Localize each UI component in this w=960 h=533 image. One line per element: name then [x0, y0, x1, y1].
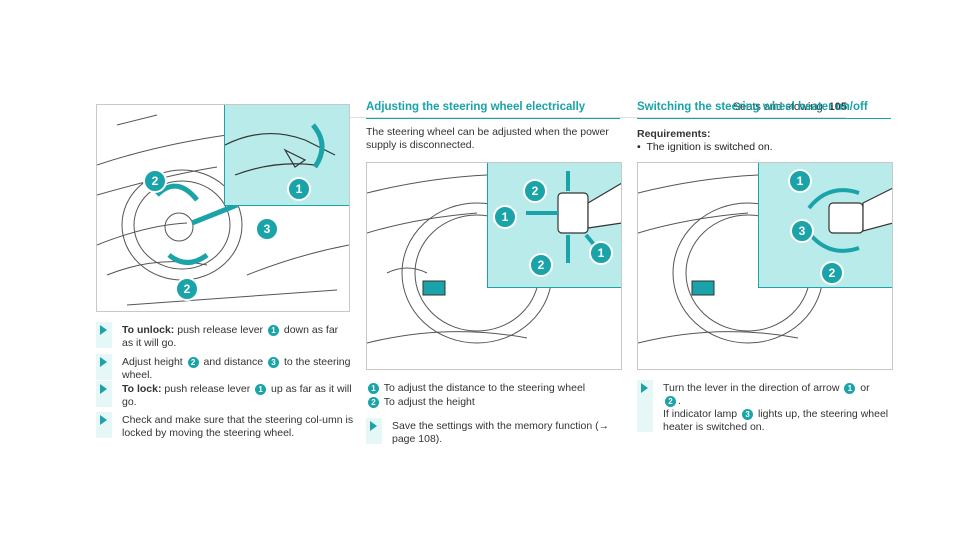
callout-3: 3: [255, 217, 279, 241]
play-arrow-icon: [641, 383, 648, 393]
callout-2-bottom: 2: [529, 253, 553, 277]
steering-illustration-2: [367, 174, 553, 344]
callout-2-top: 2: [523, 179, 547, 203]
ref-3: 3: [268, 356, 280, 368]
step-adjust: Adjust height 2 and distance 3 to the st…: [96, 354, 352, 382]
play-arrow-icon: [100, 415, 107, 425]
play-arrow-icon: [100, 384, 107, 394]
callout-1: 1: [788, 169, 812, 193]
callout-2: 2: [820, 261, 844, 285]
callout-1: 1: [287, 177, 311, 201]
ref-1: 1: [844, 382, 856, 394]
play-arrow-icon: [370, 421, 377, 431]
inset-lever-detail: [224, 105, 349, 206]
figure-steering-column-manual: 1 2 3 2: [96, 104, 350, 312]
step-check: Check and make sure that the steering co…: [96, 412, 360, 440]
header-rule: [96, 117, 846, 118]
ref-3: 3: [742, 408, 754, 420]
legend-item-1: 1 To adjust the distance to the steering…: [366, 382, 620, 395]
electric-lever-illustration: [526, 171, 621, 263]
ref-1: 1: [255, 383, 267, 395]
section-title-electric: Adjusting the steering wheel electricall…: [366, 101, 586, 113]
step-lock: To lock: push release lever 1 up as far …: [96, 381, 352, 409]
section-title-heater: Switching the steering wheel heater on/o…: [637, 101, 868, 113]
callout-3: 3: [790, 219, 814, 243]
figure-steering-electric: 2 1 1 2: [366, 162, 622, 370]
ref-1: 1: [267, 324, 279, 336]
heater-lever-illustration: [807, 187, 892, 253]
callout-1-right: 1: [589, 241, 613, 265]
requirement-item: • The ignition is switched on.: [637, 141, 773, 153]
legend-item-2: 2 To adjust the height: [366, 396, 620, 409]
requirements-label: Requirements:: [637, 128, 711, 140]
figure-steering-heater: 1 3 2: [637, 162, 893, 370]
play-arrow-icon: [100, 357, 107, 367]
play-arrow-icon: [100, 325, 107, 335]
title-rule: [366, 118, 620, 119]
section-title: Seats and stowing: [732, 101, 823, 113]
callout-1-left: 1: [493, 205, 517, 229]
step-unlock: To unlock: push release lever 1 down as …: [96, 322, 352, 350]
step-save-memory: Save the settings with the memory functi…: [366, 418, 624, 446]
bullet-icon: •: [637, 141, 647, 153]
callout-2-top: 2: [143, 169, 167, 193]
steering-illustration-3: [638, 174, 824, 344]
title-rule: [637, 118, 891, 119]
page-number: 105: [828, 101, 847, 113]
ref-2: 2: [665, 395, 676, 407]
callout-2-bottom: 2: [175, 277, 199, 301]
ref-2: 2: [187, 356, 199, 368]
lever-illustration: [224, 123, 336, 176]
intro-text: The steering wheel can be adjusted when …: [366, 126, 609, 151]
step-turn-lever: Turn the lever in the direction of arrow…: [637, 380, 893, 434]
page-header: Seats and stowing 105: [733, 101, 847, 113]
